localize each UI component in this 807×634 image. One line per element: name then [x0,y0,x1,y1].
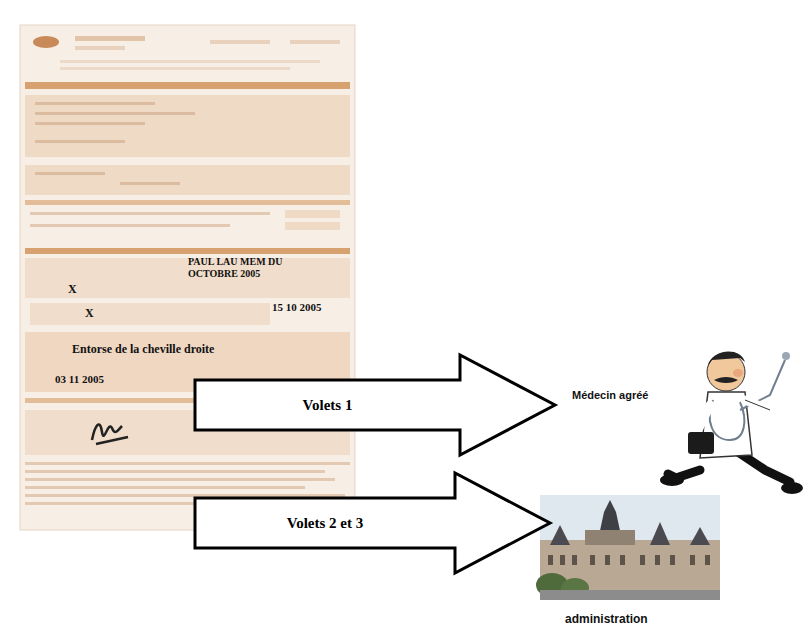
arrow-label: Volets 1 [303,397,353,414]
form-entry: PAUL LAU MEM DU OCTOBRE 2005 [188,256,306,279]
administration-label: administration [565,613,648,627]
form-date: 03 11 2005 [55,373,104,386]
form-scan [20,25,355,530]
form-document: PAUL LAU MEM DU OCTOBRE 2005X 15 10 2005 X… [20,25,355,530]
block-arrow [195,355,555,455]
check-mark: X [85,307,94,321]
form-date: 15 10 2005 [272,301,322,314]
diagnosis-text: Entorse de la cheville droite [72,343,214,357]
arrow-label: Volets 2 et 3 [287,515,364,532]
town-hall-photo [536,495,720,600]
doctor-node: Médecin agréé [555,345,803,500]
administration-node: administration [550,495,730,632]
block-arrow [195,473,550,573]
check-mark: X [68,283,77,297]
doctor-label: Médecin agréé [572,389,648,402]
doctor-cartoon [660,351,803,494]
